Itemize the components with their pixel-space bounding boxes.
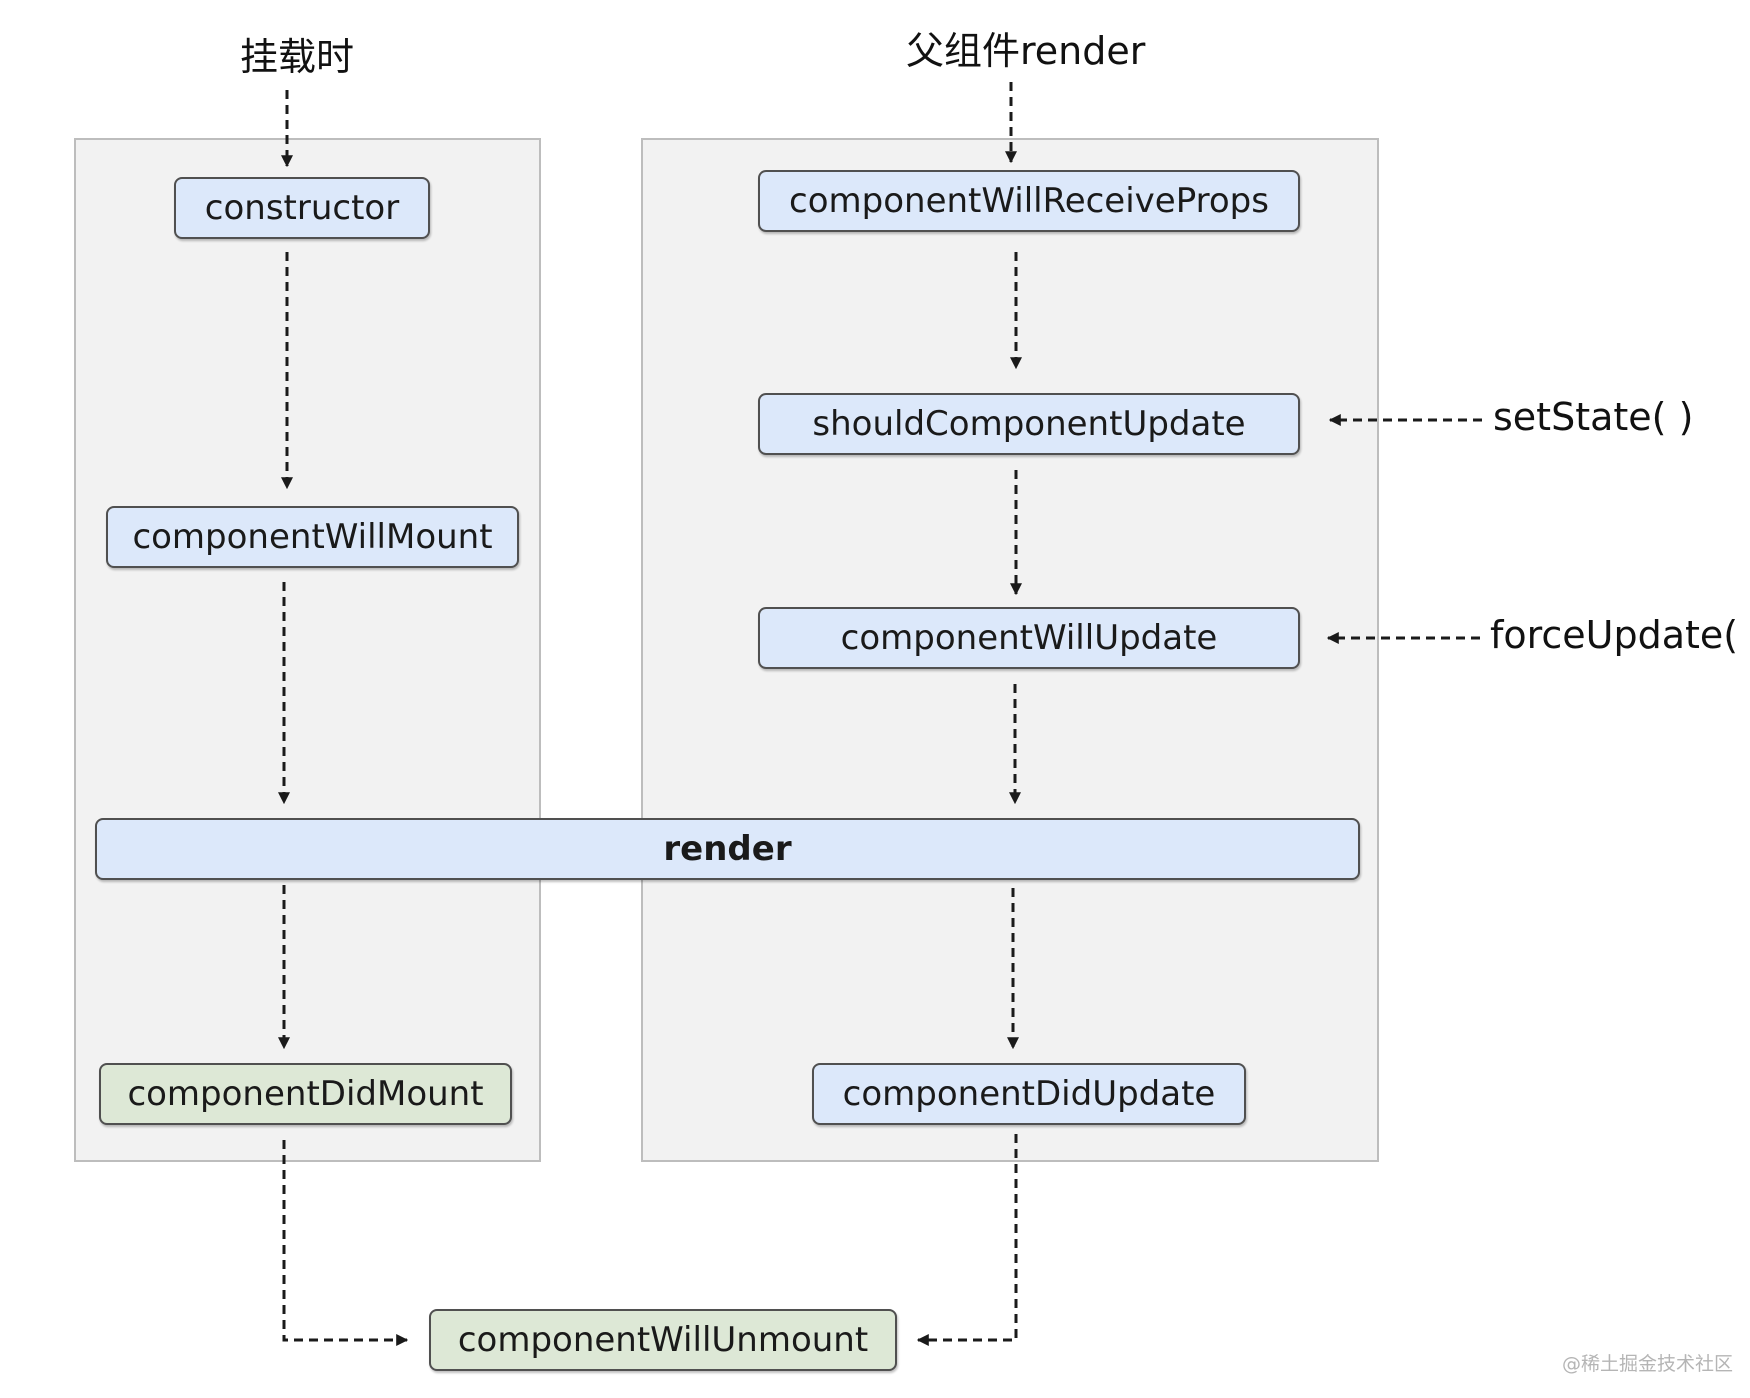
render-node: render (95, 818, 1360, 880)
component-will-receive-props-node: componentWillReceiveProps (758, 170, 1300, 232)
should-component-update-node: shouldComponentUpdate (758, 393, 1300, 455)
arrow-did-update-to-unmount (916, 1134, 1018, 1346)
component-did-update-node: componentDidUpdate (812, 1063, 1246, 1125)
set-state-label: setState( ) (1493, 395, 1694, 439)
component-did-mount-node: componentDidMount (99, 1063, 512, 1125)
component-will-mount-node: componentWillMount (106, 506, 519, 568)
constructor-node: constructor (174, 177, 430, 239)
component-will-update-node: componentWillUpdate (758, 607, 1300, 669)
component-will-unmount-node: componentWillUnmount (429, 1309, 897, 1371)
mount-title: 挂载时 (240, 35, 355, 79)
arrow-did-mount-to-unmount (282, 1140, 409, 1346)
force-update-label: forceUpdate( ) (1490, 613, 1750, 657)
update-title: 父组件render (906, 29, 1146, 73)
mount-panel (74, 138, 541, 1162)
watermark: @稀土掘金技术社区 (1562, 1353, 1734, 1375)
